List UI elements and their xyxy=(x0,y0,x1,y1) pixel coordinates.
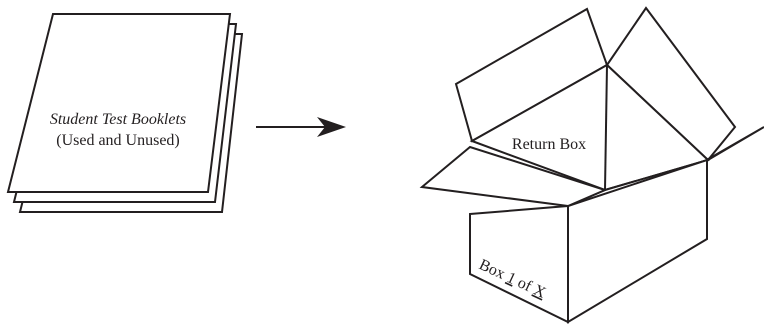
box-right-face xyxy=(567,158,708,324)
booklet-title: Student Test Booklets xyxy=(50,111,186,128)
return-box: Return Box Box 1 of X xyxy=(419,6,764,324)
right-arrow-icon xyxy=(256,117,346,137)
box-interior-corner xyxy=(604,64,608,191)
booklet-front-cover xyxy=(6,13,232,193)
box-label: Return Box xyxy=(512,136,586,153)
booklet-stack: Student Test Booklets (Used and Unused) xyxy=(6,13,244,213)
box-front-left-flap xyxy=(419,145,608,208)
booklet-subtitle: (Used and Unused) xyxy=(56,132,180,149)
